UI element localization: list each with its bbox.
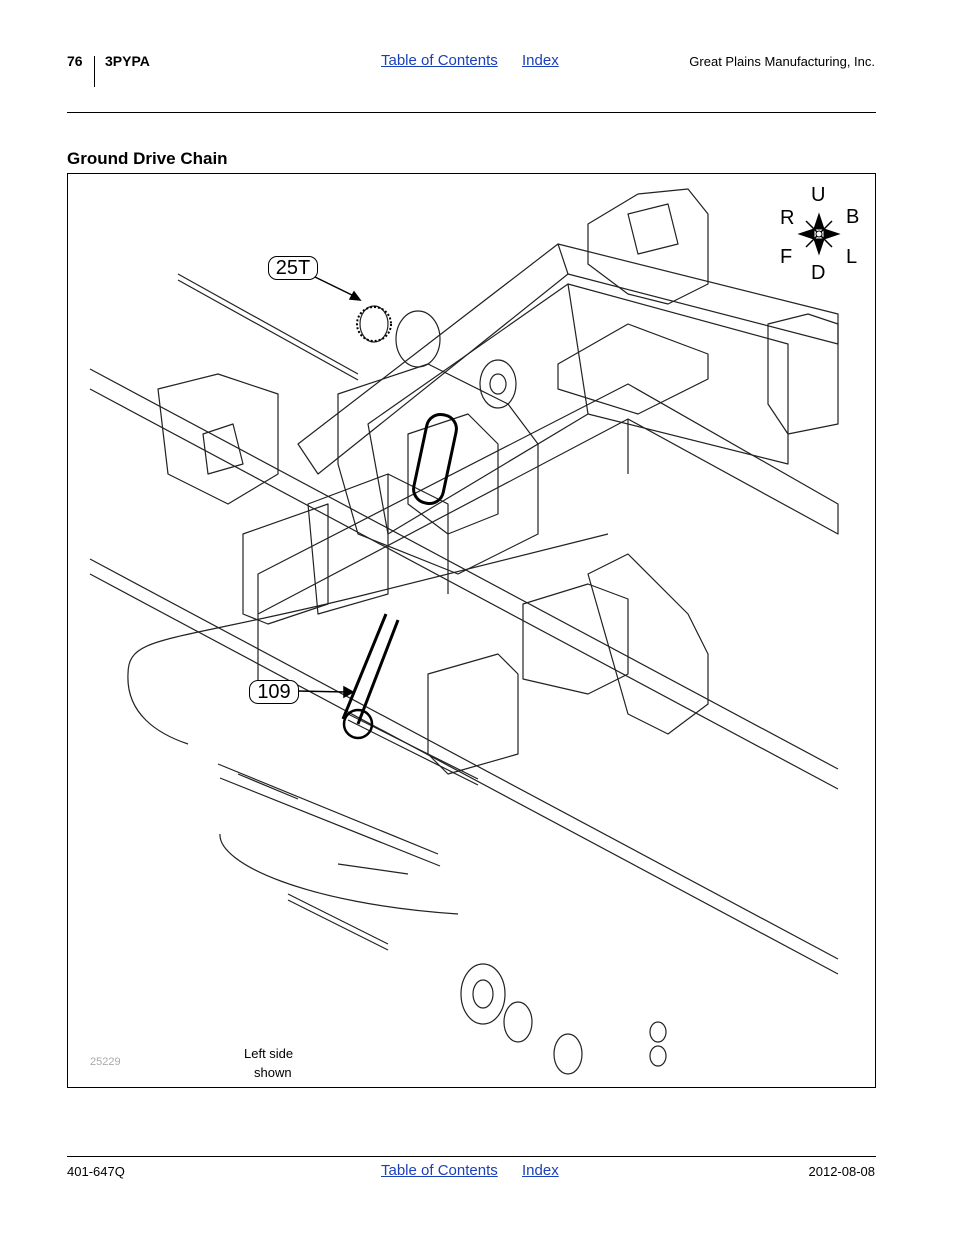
- header-rule: [67, 112, 876, 113]
- diagram-drawing: [89, 188, 841, 1075]
- doc-date: 2012-08-08: [808, 1164, 876, 1179]
- parts-diagram: 25T 109 U D R B F L 25229 Left side show…: [67, 173, 876, 1088]
- footer-rule: [67, 1156, 876, 1157]
- model-name: 3PYPA: [105, 53, 150, 69]
- callout-chain: 109: [249, 680, 299, 704]
- compass-up-label: U: [811, 184, 826, 206]
- toc-link-footer[interactable]: Table of Contents: [381, 1162, 498, 1179]
- doc-number: 401-647Q: [67, 1164, 125, 1179]
- note-line-2: shown: [254, 1065, 292, 1080]
- toc-link-header[interactable]: Table of Contents: [381, 52, 498, 69]
- compass-right-label: R: [780, 207, 795, 229]
- company-name: Great Plains Manufacturing, Inc.: [689, 54, 875, 69]
- compass-left-label: L: [846, 246, 858, 268]
- figure-id: 25229: [90, 1056, 121, 1068]
- compass-front-label: F: [780, 246, 793, 268]
- index-link-header[interactable]: Index: [522, 52, 559, 69]
- section-title: Ground Drive Chain: [67, 149, 228, 168]
- header-divider: [94, 56, 95, 87]
- callout-sprocket: 25T: [268, 256, 318, 280]
- note-line-1: Left side: [244, 1046, 294, 1061]
- index-link-footer[interactable]: Index: [522, 1162, 559, 1179]
- page-number: 76: [67, 53, 83, 69]
- compass-down-label: D: [811, 262, 826, 284]
- compass-back-label: B: [846, 206, 860, 228]
- figure-note: Left side shown: [244, 1044, 334, 1082]
